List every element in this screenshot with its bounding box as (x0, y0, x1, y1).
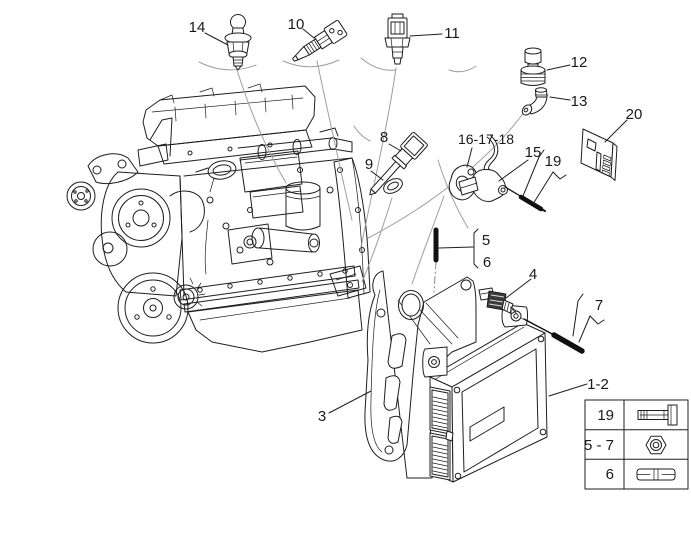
part-15-speed-sensor (458, 135, 508, 202)
callout-16-17-18: 16-17-18 (458, 131, 514, 147)
balloon-arcs (198, 57, 477, 229)
legend-row-6: 6 (606, 466, 676, 483)
callout-12: 12 (571, 54, 588, 71)
part-13-elbow-fitting (521, 87, 549, 116)
callout-11: 11 (444, 25, 460, 42)
callout-6: 6 (483, 254, 491, 271)
callout-9: 9 (365, 156, 373, 173)
part-12-plug (520, 47, 546, 86)
part-7-screw (520, 317, 585, 354)
callout-10: 10 (288, 16, 305, 33)
callout-3: 3 (318, 408, 326, 425)
callout-15: 15 (525, 144, 542, 161)
callout-7: 7 (595, 297, 603, 314)
legend-ref-19: 19 (597, 407, 614, 424)
hex-bolt-icon (637, 404, 678, 426)
callout-5: 5 (482, 232, 490, 249)
engine-illustration (66, 83, 371, 353)
part-19-screw (504, 186, 546, 212)
part-10-sensor (292, 20, 348, 62)
callout-leader-lines (204, 28, 628, 414)
legend-ref-5-7: 5 - 7 (584, 437, 614, 454)
callout-14: 14 (189, 19, 206, 36)
callout-8: 8 (380, 129, 388, 146)
callout-13: 13 (571, 93, 588, 110)
mounting-plate-part-3 (364, 270, 477, 479)
callout-labels: 14 10 11 12 13 20 8 9 16-17-18 15 19 5 6… (189, 16, 643, 425)
part-9-seal-ring (383, 178, 403, 194)
legend-table: 19 5 - 7 6 (584, 399, 689, 490)
legend-ref-6: 6 (606, 466, 614, 483)
part-20-label-plate (580, 128, 618, 181)
stud-icon (636, 468, 676, 481)
callout-19: 19 (545, 153, 562, 170)
legend-row-5-7: 5 - 7 (584, 435, 667, 455)
callout-4: 4 (529, 266, 537, 283)
hex-nut-icon (645, 435, 667, 455)
part-11-sensor (384, 13, 411, 65)
ecu-part-1-2 (422, 304, 548, 483)
legend-row-19: 19 (597, 404, 678, 426)
part-14-sensor (224, 14, 252, 71)
part-8-sensor (369, 131, 428, 196)
ecu-connector-blocks (429, 386, 454, 481)
callout-20: 20 (626, 106, 643, 123)
callout-1-2: 1-2 (587, 376, 609, 393)
part-4-pressure-sensor (478, 287, 518, 315)
